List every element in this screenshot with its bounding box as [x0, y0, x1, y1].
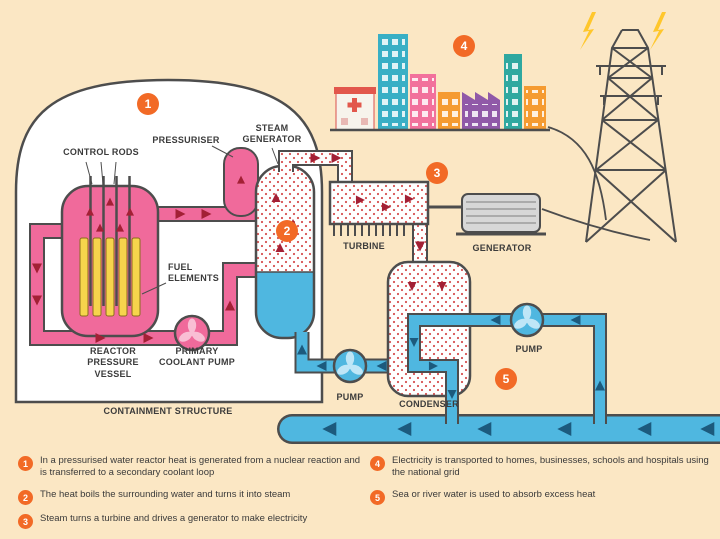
label-generator: GENERATOR: [472, 243, 532, 253]
legend-badge-4: 4: [370, 456, 385, 471]
generator-shape: [428, 193, 546, 236]
step-badge-5: 5: [495, 368, 517, 390]
city-buildings: [330, 34, 550, 132]
fuel-elements-shape: [79, 237, 141, 317]
reactor-pressure-vessel-shape: [60, 176, 160, 338]
legend-item-1: 1 In a pressurised water reactor heat is…: [18, 455, 366, 480]
label-condenser: CONDENSER: [399, 399, 459, 409]
legend-text-1: In a pressurised water reactor heat is g…: [40, 455, 361, 479]
label-reactor-pressure-vessel: REACTOR PRESSURE VESSEL: [87, 346, 139, 379]
label-primary-coolant-pump: PRIMARY COOLANT PUMP: [159, 346, 235, 368]
legend-badge-5: 5: [370, 490, 385, 505]
step-badge-4: 4: [453, 35, 475, 57]
legend-badge-2: 2: [18, 490, 33, 505]
feedwater-pipe: [294, 332, 400, 374]
label-containment-structure: CONTAINMENT STRUCTURE: [103, 406, 233, 416]
legend-badge-3: 3: [18, 514, 33, 529]
primary-coolant-pump-icon: [173, 314, 211, 352]
power-lines: [541, 126, 651, 241]
label-pump-cooling: PUMP: [515, 344, 543, 354]
legend-item-2: 2 The heat boils the surrounding water a…: [18, 489, 366, 505]
leader-lines: [85, 145, 279, 295]
legend-text-3: Steam turns a turbine and drives a gener…: [40, 513, 308, 524]
legend-text-5: Sea or river water is used to absorb exc…: [392, 489, 596, 500]
label-turbine: TURBINE: [343, 241, 385, 251]
label-steam-generator: STEAM GENERATOR: [242, 123, 302, 145]
legend-item-3: 3 Steam turns a turbine and drives a gen…: [18, 513, 366, 529]
turbine-shape: [328, 180, 430, 236]
label-control-rods: CONTROL RODS: [63, 147, 139, 157]
step-badge-1: 1: [137, 93, 159, 115]
steam-generator-shape: [254, 164, 316, 340]
legend-text-2: The heat boils the surrounding water and…: [40, 489, 291, 500]
lightning-icon: [580, 12, 666, 50]
legend-text-4: Electricity is transported to homes, bus…: [392, 455, 709, 479]
legend-item-5: 5 Sea or river water is used to absorb e…: [370, 489, 715, 505]
hospital-building: [334, 87, 376, 131]
legend-item-4: 4 Electricity is transported to homes, b…: [370, 455, 715, 480]
legend-badge-1: 1: [18, 456, 33, 471]
step-badge-3: 3: [426, 162, 448, 184]
cooling-pump-icon: [509, 302, 545, 338]
label-fuel-elements: FUEL ELEMENTS: [168, 262, 220, 284]
label-pump-feedwater: PUMP: [336, 392, 364, 402]
transmission-tower: [585, 29, 677, 243]
control-rods-shape: [89, 176, 131, 306]
label-pressuriser: PRESSURISER: [152, 135, 220, 145]
feedwater-pump-icon: [332, 348, 368, 384]
step-badge-2: 2: [276, 220, 298, 242]
